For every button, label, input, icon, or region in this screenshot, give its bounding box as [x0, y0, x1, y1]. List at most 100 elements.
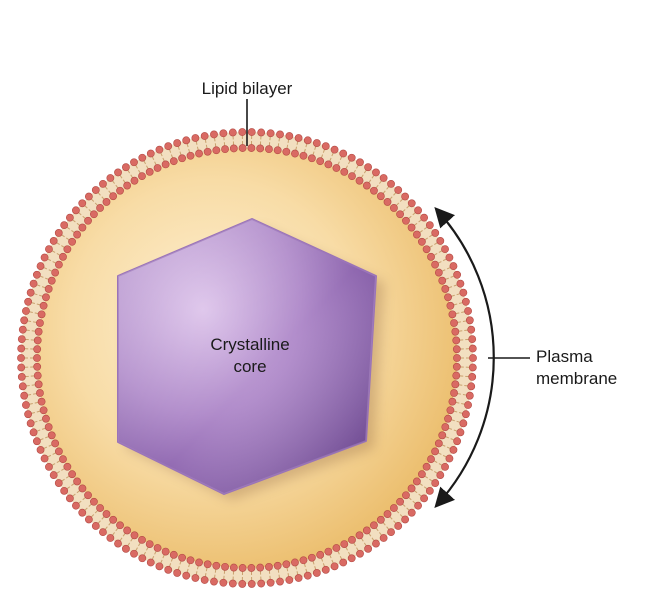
lipid-head-outer [401, 515, 410, 524]
lipid-head-inner [78, 484, 87, 493]
lipid-head-inner [55, 447, 63, 456]
lipid-head-outer [420, 494, 429, 503]
lipid-head-inner [195, 149, 203, 158]
lipid-head-outer [138, 153, 147, 162]
lipid-head-outer [99, 528, 107, 537]
lipid-head-outer [312, 569, 321, 577]
lipid-head-outer [469, 354, 477, 362]
lipid-head-outer [138, 554, 147, 563]
lipid-head-inner [450, 319, 458, 327]
lipid-head-inner [422, 245, 431, 254]
lipid-head-inner [418, 470, 426, 479]
lipid-head-outer [200, 132, 209, 140]
lipid-head-inner [33, 345, 42, 354]
lipid-head-inner [73, 230, 82, 239]
lipid-head-inner [448, 397, 457, 406]
lipid-head-inner [47, 431, 56, 440]
lipid-head-outer [17, 363, 26, 372]
lipid-head-outer [276, 577, 284, 586]
lipid-head-outer [321, 142, 330, 151]
lipid-head-outer [65, 494, 74, 503]
lipid-head-outer [468, 344, 477, 353]
lipid-head-inner [299, 151, 308, 160]
lipid-head-outer [24, 410, 33, 419]
lipid-head-inner [238, 564, 247, 572]
lipid-head-outer [122, 163, 130, 172]
lipid-head-outer [459, 419, 468, 428]
lipid-head-inner [33, 362, 42, 371]
lipid-head-inner [438, 431, 447, 440]
lipid-head-outer [436, 237, 445, 245]
lipid-head-inner [265, 145, 273, 154]
lipid-head-outer [18, 325, 27, 334]
lipid-head-inner [431, 260, 439, 269]
lipid-head-outer [257, 579, 266, 588]
lipid-head-inner [444, 293, 452, 302]
lipid-head-outer [364, 163, 372, 172]
lipid-head-inner [427, 455, 435, 464]
lipid-head-outer [425, 486, 434, 495]
lipid-head-outer [219, 129, 228, 138]
lipid-head-inner [355, 176, 364, 185]
lipid-head-outer [436, 471, 445, 479]
lipid-head-outer [330, 145, 339, 154]
lipid-head-outer [210, 577, 218, 586]
lipid-head-inner [362, 526, 371, 535]
lipid-head-inner [78, 223, 87, 232]
lipid-head-outer [238, 580, 247, 588]
lipid-head-inner [427, 252, 435, 261]
lipid-head-inner [109, 515, 118, 524]
lipid-head-outer [155, 562, 164, 571]
lipid-head-inner [451, 327, 460, 336]
lipid-head-outer [164, 565, 173, 574]
lipid-head-inner [446, 301, 455, 310]
crystalline-core-label-line2: core [233, 357, 266, 376]
lipid-head-inner [33, 354, 41, 362]
lipid-head-outer [99, 179, 107, 188]
lipid-head-inner [383, 510, 392, 518]
lipid-head-outer [394, 186, 403, 194]
lipid-head-outer [130, 549, 138, 558]
lipid-head-inner [247, 144, 256, 152]
lipid-head-inner [161, 160, 170, 169]
lipid-head-inner [138, 535, 146, 544]
lipid-head-inner [299, 556, 308, 565]
lipid-head-inner [51, 268, 60, 277]
lipid-head-outer [467, 382, 476, 391]
lipid-head-outer [339, 558, 348, 567]
lipid-head-outer [303, 136, 312, 145]
lipid-head-outer [425, 221, 434, 230]
lipid-head-inner [402, 491, 410, 500]
lipid-head-inner [55, 260, 63, 269]
lipid-head-inner [169, 550, 178, 559]
lipid-head-inner [362, 181, 371, 190]
lipid-head-inner [291, 149, 299, 158]
lipid-head-outer [441, 462, 449, 471]
lipid-head-outer [465, 316, 474, 325]
lipid-head-inner [145, 540, 154, 549]
lipid-head-outer [49, 237, 58, 245]
lipid-head-inner [332, 544, 341, 552]
lipid-head-outer [266, 129, 275, 138]
lipid-head-inner [340, 167, 349, 176]
lipid-head-inner [418, 237, 426, 246]
lipid-head-outer [191, 574, 200, 582]
lipid-head-outer [91, 522, 100, 530]
lipid-head-outer [449, 262, 458, 270]
lipid-head-outer [45, 462, 53, 471]
lipid-head-inner [316, 550, 325, 559]
lipid-head-inner [34, 380, 43, 389]
lipid-head-inner [130, 531, 139, 540]
lipid-head-inner [291, 558, 299, 567]
crystalline-core-label-line1: Crystalline [210, 335, 289, 354]
lipid-head-inner [452, 345, 461, 354]
lipid-head-outer [468, 373, 477, 381]
lipid-head-outer [114, 168, 122, 177]
lipid-head-inner [63, 245, 72, 254]
lipid-head-inner [59, 455, 67, 464]
lipid-head-inner [68, 237, 76, 246]
lipid-head-outer [441, 245, 449, 254]
lipid-head-inner [138, 172, 146, 181]
lipid-head-inner [186, 151, 195, 160]
